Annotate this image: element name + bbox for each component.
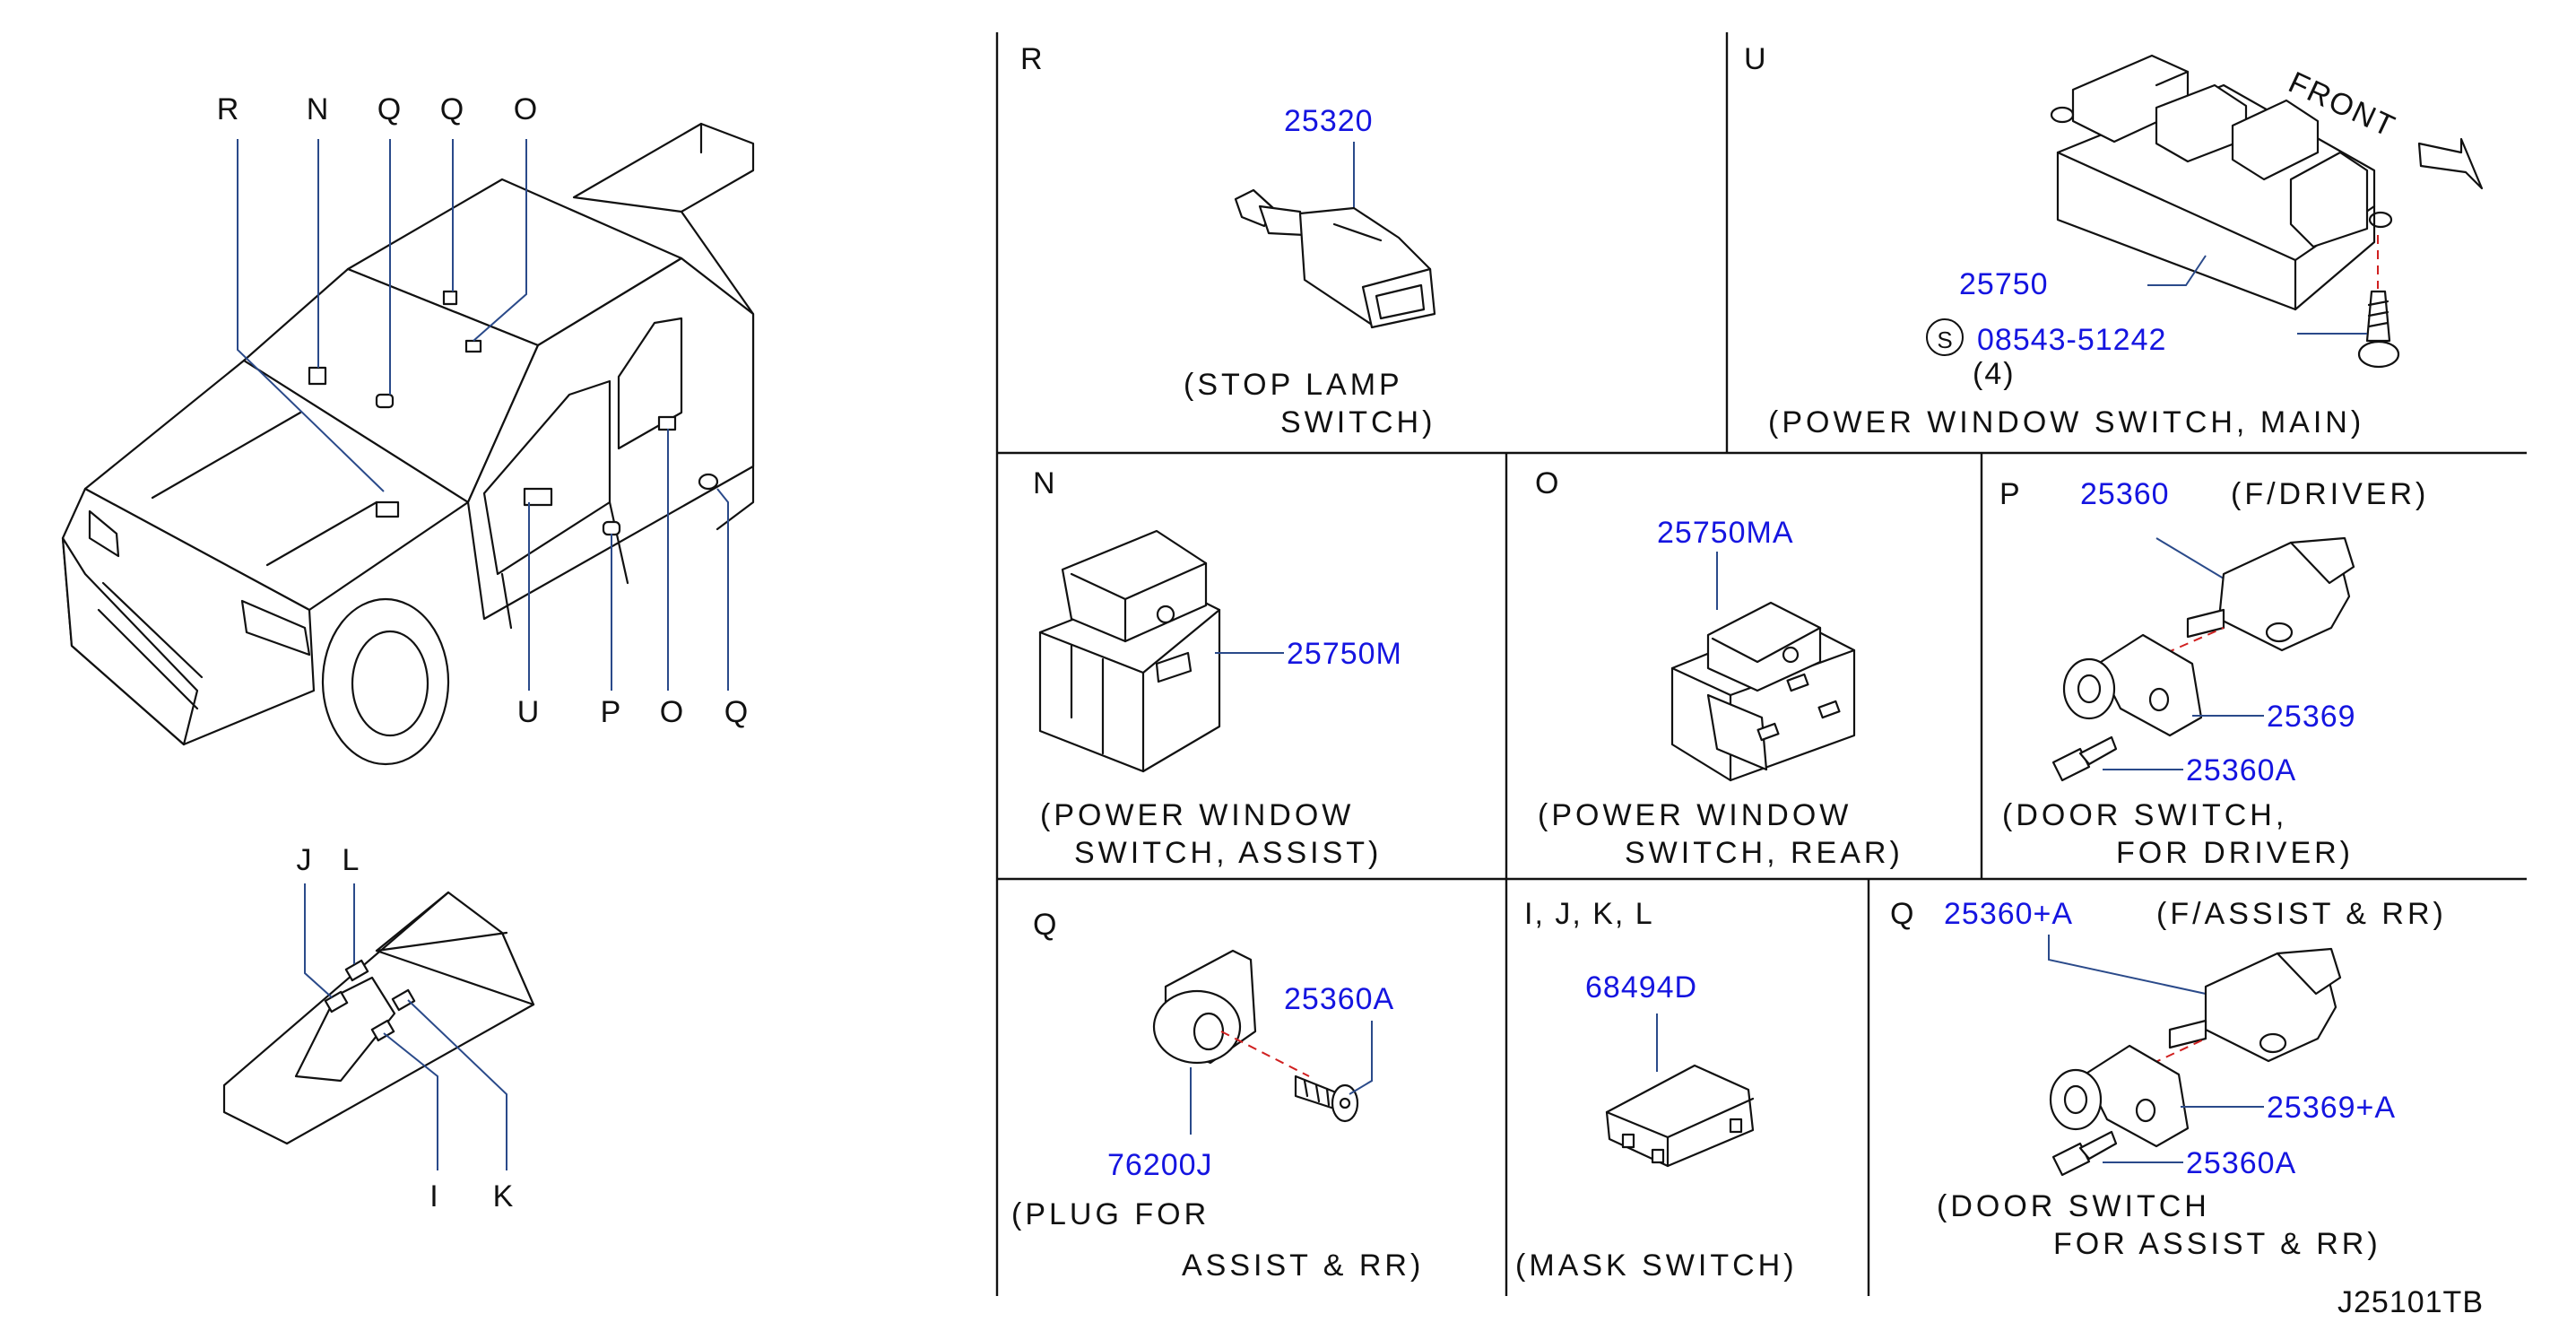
panel-q-letter: Q bbox=[1033, 908, 1058, 942]
console-overview: J L I K bbox=[222, 843, 535, 1214]
label-q: Q bbox=[440, 92, 465, 126]
stop-lamp-switch-drawing bbox=[1234, 188, 1436, 329]
caption-assist-2: SWITCH, ASSIST) bbox=[1074, 836, 1382, 870]
caption-rear-2: SWITCH, REAR) bbox=[1625, 836, 1904, 870]
panel-o-letter: O bbox=[1535, 466, 1560, 500]
driver-note: (F/DRIVER) bbox=[2231, 477, 2429, 511]
panel-o: O 25750MA (POWER WINDOW SWITCH, REAR) bbox=[1535, 466, 1904, 870]
caption-mask-switch: (MASK SWITCH) bbox=[1515, 1248, 1798, 1283]
part-number-08543-51242: 08543-51242 bbox=[1977, 323, 2166, 357]
label-u: U bbox=[517, 695, 542, 729]
label-r: R bbox=[217, 92, 241, 126]
power-window-main-switch-drawing bbox=[2050, 54, 2393, 311]
part-number-25750: 25750 bbox=[1959, 267, 2049, 301]
part-number-25750ma: 25750MA bbox=[1657, 516, 1794, 550]
label-i: I bbox=[429, 1179, 439, 1214]
panel-q2-letter: Q bbox=[1890, 897, 1915, 931]
caption-assist-1: (POWER WINDOW bbox=[1040, 798, 1354, 832]
caption-driver-2: FOR DRIVER) bbox=[2116, 836, 2354, 870]
label-o: O bbox=[660, 695, 685, 729]
label-q: Q bbox=[724, 695, 750, 729]
caption-plug-2: ASSIST & RR) bbox=[1182, 1248, 1424, 1283]
part-number-68494d: 68494D bbox=[1585, 970, 1697, 1005]
part-number-25320: 25320 bbox=[1284, 104, 1374, 138]
caption-assist-door-1: (DOOR SWITCH bbox=[1937, 1189, 2210, 1223]
panel-n-letter: N bbox=[1033, 466, 1057, 500]
part-number-25369+a: 25369+A bbox=[2267, 1091, 2396, 1125]
assist-switch-drawing bbox=[1038, 529, 1221, 773]
panel-ijkl: I, J, K, L 68494D (MASK SWITCH) bbox=[1515, 897, 1798, 1283]
label-p: P bbox=[601, 695, 623, 729]
caption-stop-lamp-2: SWITCH) bbox=[1280, 405, 1435, 439]
panel-u: U FRONT 25750 S 08543-51242 (4) (POWER W bbox=[1744, 42, 2484, 439]
label-l: L bbox=[343, 843, 361, 877]
part-number-25360+a: 25360+A bbox=[1944, 897, 2073, 931]
panel-q-assist: Q 25360+A (F/ASSIST & RR) 25369+A 25360A… bbox=[1890, 897, 2447, 1261]
part-number-25360a: 25360A bbox=[2186, 753, 2296, 787]
assist-note: (F/ASSIST & RR) bbox=[2156, 897, 2447, 931]
caption-plug-1: (PLUG FOR bbox=[1011, 1197, 1210, 1231]
panel-p: P 25360 (F/DRIVER) 25369 25360A (DOOR SW… bbox=[1999, 477, 2429, 870]
screw-drawing bbox=[2357, 290, 2400, 369]
part-number-25360a-assist: 25360A bbox=[2186, 1146, 2296, 1180]
rear-switch-drawing bbox=[1670, 601, 1856, 782]
panel-q-plug: Q 25360A 76200J (PLUG FOR ASSIST & RR) bbox=[1011, 908, 1424, 1283]
label-q: Q bbox=[377, 92, 403, 126]
panel-r: R 25320 (STOP LAMP SWITCH) bbox=[1020, 42, 1436, 439]
vehicle-overview: R N Q Q O U P O Q bbox=[61, 92, 755, 766]
caption-stop-lamp-1: (STOP LAMP bbox=[1184, 368, 1403, 402]
caption-rear-1: (POWER WINDOW bbox=[1538, 798, 1852, 832]
panel-p-letter: P bbox=[1999, 477, 2022, 511]
label-o: O bbox=[514, 92, 539, 126]
panel-u-letter: U bbox=[1744, 42, 1768, 76]
label-j: J bbox=[297, 843, 314, 877]
label-k: K bbox=[493, 1179, 516, 1214]
panel-ijkl-letters: I, J, K, L bbox=[1524, 897, 1654, 931]
part-number-25750m: 25750M bbox=[1287, 637, 1402, 671]
part-number-25369: 25369 bbox=[2267, 700, 2356, 734]
label-n: N bbox=[307, 92, 331, 126]
part-number-25360: 25360 bbox=[2080, 477, 2170, 511]
caption-driver-1: (DOOR SWITCH, bbox=[2002, 798, 2287, 832]
part-number-25360a-plug: 25360A bbox=[1284, 982, 1394, 1016]
door-switch-driver-drawing bbox=[2051, 536, 2355, 782]
plug-drawing bbox=[1152, 949, 1359, 1123]
panel-grid bbox=[995, 32, 2527, 1296]
caption-assist-door-2: FOR ASSIST & RR) bbox=[2053, 1227, 2381, 1261]
part-number-76200j: 76200J bbox=[1107, 1148, 1213, 1182]
panel-r-letter: R bbox=[1020, 42, 1045, 76]
s-mark: S bbox=[1937, 326, 1952, 353]
mask-switch-drawing bbox=[1605, 1064, 1755, 1168]
screw-quantity: (4) bbox=[1973, 357, 2016, 391]
s-mark-icon bbox=[1926, 318, 1964, 356]
panel-n: N 25750M (POWER WINDOW SWITCH, ASSIST) bbox=[1033, 466, 1402, 870]
door-switch-assist-drawing bbox=[2049, 947, 2342, 1177]
figure-code: J25101TB bbox=[2337, 1285, 2484, 1319]
front-arrow-icon bbox=[2417, 137, 2484, 190]
caption-main-switch: (POWER WINDOW SWITCH, MAIN) bbox=[1768, 405, 2364, 439]
